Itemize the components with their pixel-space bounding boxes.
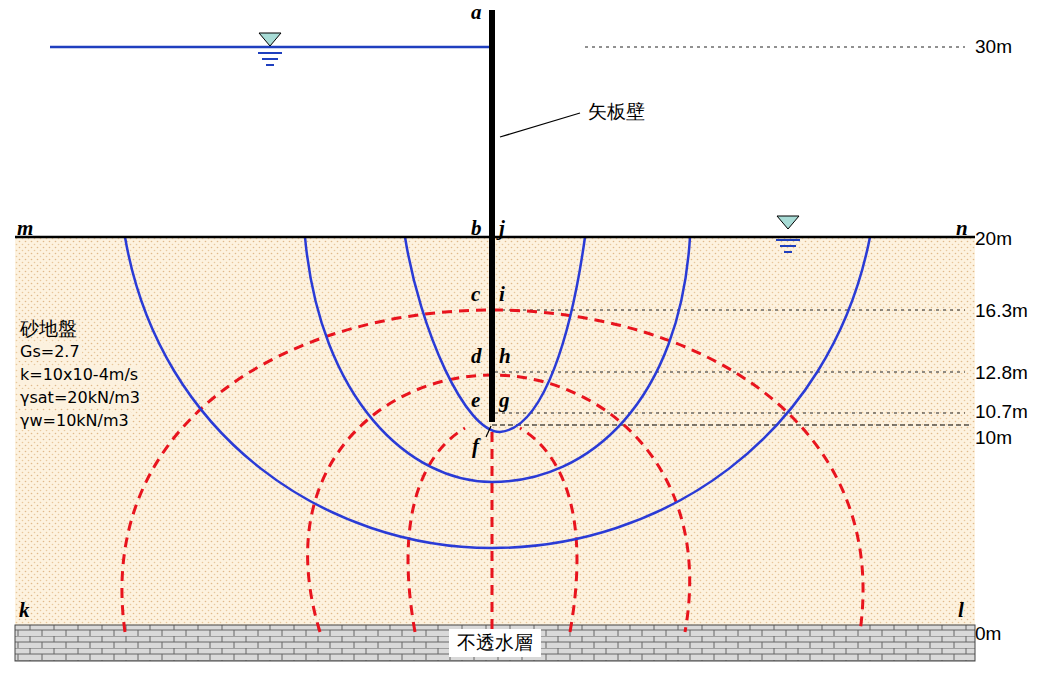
elevation-label: 10m bbox=[975, 427, 1012, 449]
elevation-label: 20m bbox=[975, 228, 1012, 250]
point-letter: f bbox=[472, 434, 479, 458]
soil-parameter: k=10x10-4m/s bbox=[18, 366, 140, 384]
water-symbol bbox=[258, 33, 282, 65]
flow-lines bbox=[125, 237, 870, 548]
depth-guides bbox=[495, 47, 965, 413]
sheet-pile-wall bbox=[489, 10, 495, 422]
tip-level-line bbox=[492, 424, 970, 425]
point-letter: j bbox=[499, 216, 505, 240]
point-letter: c bbox=[471, 282, 480, 306]
point-letter: m bbox=[17, 216, 33, 240]
band-label: 不透水層 bbox=[449, 629, 541, 657]
elevation-label: 12.8m bbox=[975, 362, 1028, 384]
impermeable-layer bbox=[15, 625, 975, 661]
point-letter: g bbox=[499, 388, 510, 412]
point-letter: e bbox=[471, 388, 480, 412]
leader-line bbox=[500, 113, 580, 137]
impermeable-band: 不透水層 bbox=[15, 625, 975, 661]
wall-label: 矢板壁 bbox=[588, 101, 645, 123]
point-letter: d bbox=[471, 344, 482, 368]
elevation-label: 0m bbox=[975, 623, 1001, 645]
elevation-label: 16.3m bbox=[975, 300, 1028, 322]
elevation-label: 30m bbox=[975, 36, 1012, 58]
point-letter: i bbox=[499, 282, 505, 306]
water-symbol bbox=[776, 216, 800, 252]
point-letter: n bbox=[956, 216, 968, 240]
point-letter: k bbox=[19, 598, 30, 622]
leader-line bbox=[486, 426, 491, 437]
point-letter: a bbox=[471, 0, 482, 24]
point-letter: h bbox=[499, 344, 511, 368]
soil-parameter: Gs=2.7 bbox=[18, 343, 82, 361]
soil-parameter: γsat=20kN/m3 bbox=[18, 389, 142, 407]
point-letter: l bbox=[958, 598, 964, 622]
soil-parameter: γw=10kN/m3 bbox=[18, 412, 131, 430]
elevation-label: 10.7m bbox=[975, 401, 1028, 423]
point-letter: b bbox=[471, 216, 482, 240]
soil-label: 砂地盤 bbox=[20, 318, 77, 340]
